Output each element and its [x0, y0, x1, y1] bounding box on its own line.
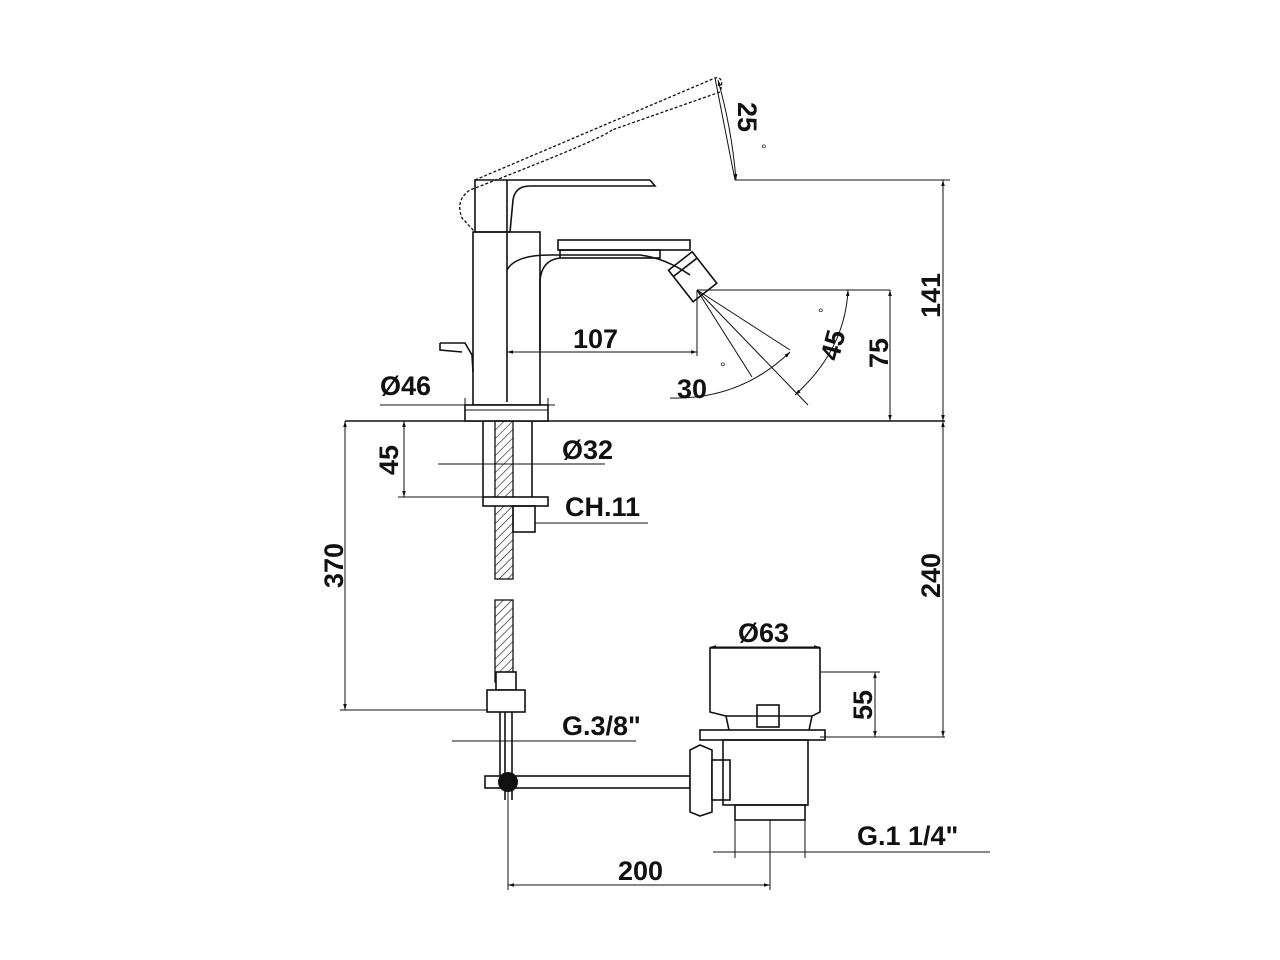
deck-thickness-label: 45 [374, 445, 404, 475]
degree-symbol: ° [720, 359, 726, 375]
lever-angle-annotation: 25 ° [717, 79, 767, 181]
hose-fitting [495, 671, 517, 691]
base-diameter-label: Ø46 [380, 371, 431, 401]
waste-diameter-label: Ø63 [738, 618, 789, 648]
angle-45-label: 45 [815, 327, 852, 364]
fixing-nut [482, 496, 549, 507]
rod-joint [498, 772, 518, 792]
degree-symbol: ° [761, 141, 767, 157]
jet-angle-annotation: 30 ° 45 ° [669, 289, 890, 406]
nut-size-label: CH.11 [565, 492, 640, 522]
waste-thread-label: G.1 1/4" [857, 821, 958, 851]
shank-diameter-label: Ø32 [562, 435, 613, 465]
angle-25-label: 25 [732, 102, 762, 132]
angle-30-label: 30 [677, 374, 707, 404]
spout-height-label: 75 [864, 338, 894, 368]
height-141-label: 141 [916, 273, 946, 318]
shank-assembly [482, 420, 731, 817]
rod-length-label: 200 [618, 856, 663, 886]
reach-107-label: 107 [573, 324, 618, 354]
hose-thread-label: G.3/8" [562, 711, 641, 741]
degree-symbol: ° [818, 305, 824, 321]
waste-height-label: 55 [848, 690, 878, 720]
depth-240-label: 240 [916, 553, 946, 598]
pop-up-waste [699, 647, 826, 821]
hose-length-label: 370 [319, 543, 349, 588]
mixer-body [439, 77, 736, 422]
rod-knob [689, 744, 713, 817]
threaded-rod [494, 599, 514, 683]
